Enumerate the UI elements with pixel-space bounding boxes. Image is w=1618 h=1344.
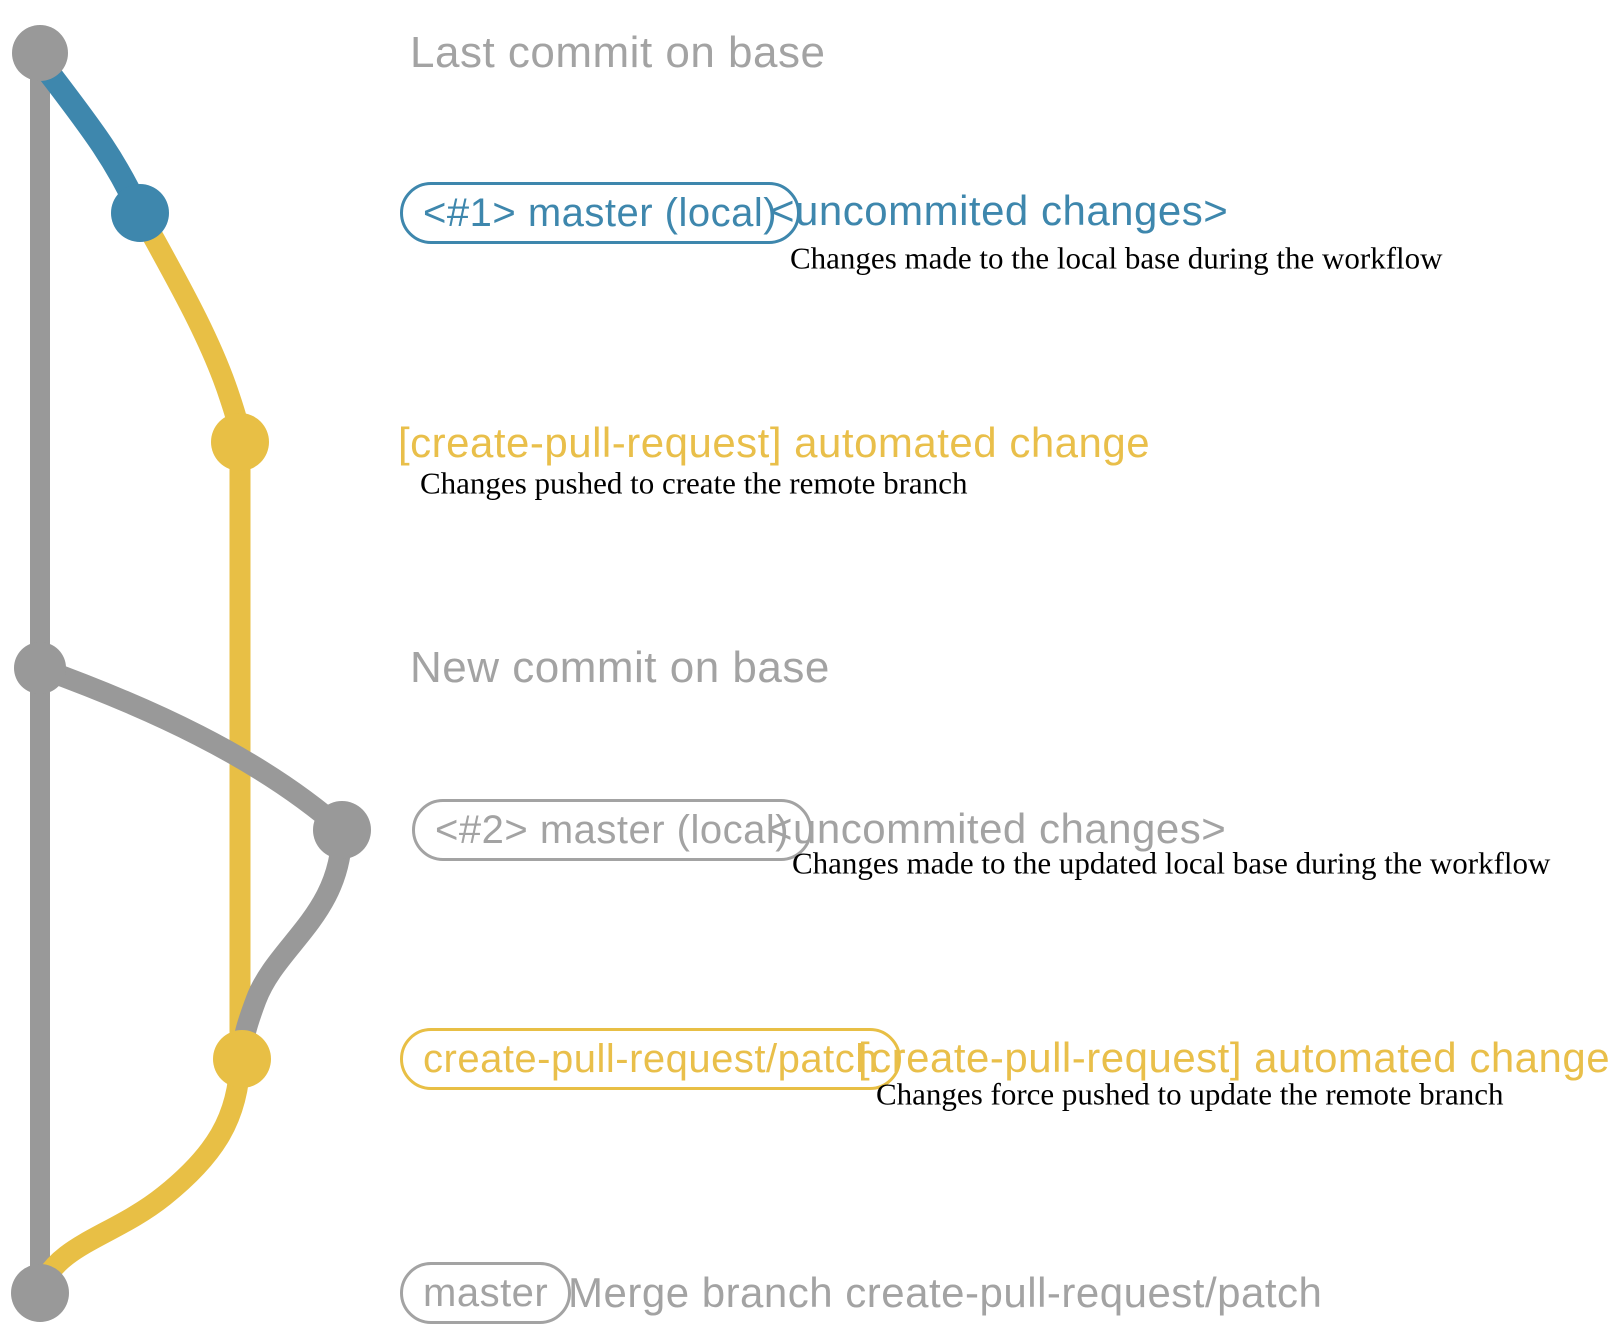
branch-badge-master: master [400, 1262, 572, 1324]
updated-local-branch-line [29, 657, 353, 841]
commit-message-automated-change-2: [create-pull-request] automated change [858, 1034, 1611, 1081]
git-graph [11, 25, 371, 1322]
branch-badge-label: create-pull-request/patch [423, 1037, 878, 1081]
commit-node-last-commit-on-base [12, 25, 68, 81]
annotation-last-commit-on-base: Last commit on base [410, 28, 826, 77]
branch-badge-label: <#2> master (local) [435, 808, 790, 852]
commit-message-uncommitted-2: <uncommited changes> [768, 805, 1227, 852]
commit-description-automated-change-2: Changes force pushed to update the remot… [876, 1076, 1504, 1112]
commit-description-uncommitted-1: Changes made to the local base during th… [790, 240, 1443, 276]
commit-node-automated-change-2 [213, 1030, 271, 1088]
commit-message-automated-change-1: [create-pull-request] automated change [398, 419, 1151, 466]
annotation-new-commit-on-base: New commit on base [410, 643, 830, 692]
branch-badge-master-local-1: <#1> master (local) [400, 182, 801, 244]
branch-badge-master-local-2: <#2> master (local) [412, 799, 813, 861]
commit-node-uncommitted-1 [111, 184, 169, 242]
commit-message-merge: Merge branch create-pull-request/patch [568, 1269, 1323, 1316]
commit-message-uncommitted-1: <uncommited changes> [770, 187, 1229, 234]
commit-node-merge-commit [11, 1264, 69, 1322]
branch-badge-label: master [423, 1271, 549, 1315]
commit-node-new-commit-on-base [14, 642, 66, 694]
branch-badge-label: <#1> master (local) [423, 191, 778, 235]
branch-badge-create-pull-request-patch: create-pull-request/patch [400, 1028, 901, 1090]
rebase-branch-line [231, 819, 353, 1071]
commit-description-automated-change-1: Changes pushed to create the remote bran… [420, 465, 968, 501]
commit-node-automated-change-1 [211, 413, 269, 471]
commit-description-uncommitted-2: Changes made to the updated local base d… [792, 845, 1551, 881]
commit-node-uncommitted-2 [313, 801, 371, 859]
